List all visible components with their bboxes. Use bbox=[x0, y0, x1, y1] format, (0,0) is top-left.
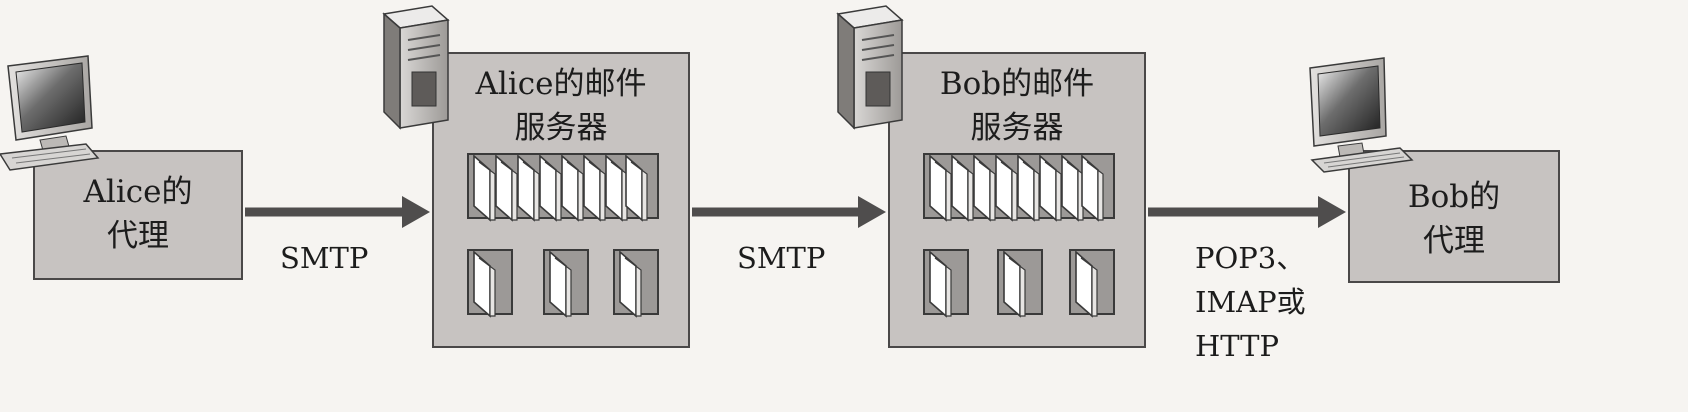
arrow-alice-agent-to-alice-server bbox=[245, 196, 430, 228]
arrow-alice-server-to-bob-server bbox=[692, 196, 886, 228]
bob-user-mailboxes bbox=[923, 249, 1115, 317]
protocol-label-2: SMTP bbox=[737, 241, 826, 275]
bob-outgoing-message-queue bbox=[923, 153, 1115, 221]
arrow-bob-server-to-bob-agent bbox=[1148, 196, 1346, 228]
protocol-label-3: POP3、 IMAP或 HTTP bbox=[1195, 241, 1306, 363]
alice-agent-label: Alice的 代理 bbox=[83, 174, 193, 254]
bob-server-label: Bob的邮件 服务器 bbox=[939, 66, 1095, 146]
alice-agent-box bbox=[33, 150, 243, 280]
protocol-label-1: SMTP bbox=[280, 241, 369, 275]
alice-outgoing-message-queue bbox=[467, 153, 659, 221]
server-tower-icon bbox=[382, 5, 450, 130]
desktop-computer-icon bbox=[1309, 57, 1414, 173]
bob-agent-label: Bob的 代理 bbox=[1407, 179, 1501, 259]
server-tower-icon bbox=[836, 5, 904, 130]
desktop-computer-icon bbox=[0, 55, 100, 171]
alice-user-mailboxes bbox=[467, 249, 659, 317]
alice-server-label: Alice的邮件 服务器 bbox=[475, 66, 647, 146]
bob-agent-box bbox=[1348, 150, 1560, 283]
